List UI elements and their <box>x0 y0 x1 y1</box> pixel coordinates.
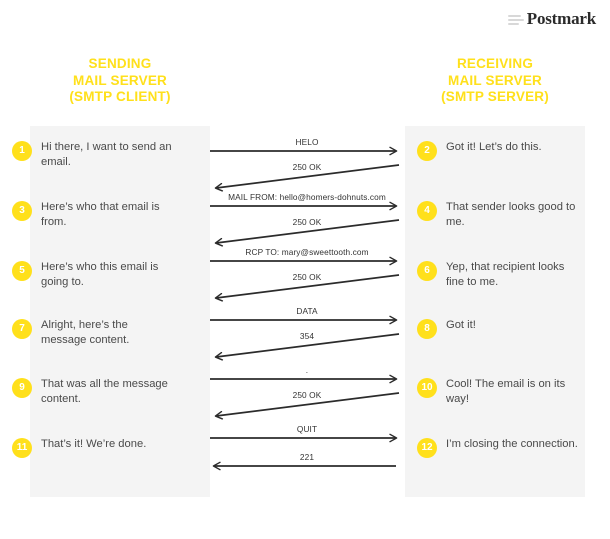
step-text: Hi there, I want to send an email. <box>41 141 172 168</box>
step-text: Here’s who this email is going to. <box>41 261 159 288</box>
server-step-2: 2 Got it! Let’s do this. <box>417 140 581 161</box>
step-badge: 9 <box>12 378 32 398</box>
arrow-lines <box>210 146 400 471</box>
message-label-354: 354 <box>299 331 315 341</box>
step-text: That was all the message content. <box>41 378 168 405</box>
step-text: Alright, here’s the message content. <box>41 319 130 346</box>
client-step-7: 7 Alright, here’s the message content. <box>12 318 176 347</box>
step-badge: 5 <box>12 261 32 281</box>
step-badge: 2 <box>417 141 437 161</box>
message-label-250ok-4: 250 OK <box>292 390 322 400</box>
message-label-250ok-2: 250 OK <box>292 217 322 227</box>
server-step-10: 10 Cool! The email is on its way! <box>417 377 581 406</box>
message-label-221: 221 <box>299 452 315 462</box>
client-step-5: 5 Here’s who this email is going to. <box>12 260 176 289</box>
sending-server-panel <box>30 126 210 497</box>
step-text: Got it! <box>446 319 476 331</box>
sending-server-header: SENDING MAIL SERVER (SMTP CLIENT) <box>30 56 210 106</box>
step-text: That sender looks good to me. <box>446 201 576 228</box>
step-badge: 8 <box>417 319 437 339</box>
step-badge: 4 <box>417 201 437 221</box>
brand-name: Postmark <box>526 9 596 28</box>
step-badge: 12 <box>417 438 437 458</box>
client-step-9: 9 That was all the message content. <box>12 377 176 406</box>
message-label-helo: HELO <box>295 137 319 147</box>
client-step-11: 11 That’s it! We’re done. <box>12 437 176 458</box>
server-step-6: 6 Yep, that recipient looks fine to me. <box>417 260 581 289</box>
server-step-12: 12 I’m closing the connection. <box>417 437 581 458</box>
receiving-server-panel <box>405 126 585 497</box>
receiving-header-line-1: RECEIVING <box>456 56 534 71</box>
step-badge: 11 <box>12 438 32 458</box>
step-badge: 7 <box>12 319 32 339</box>
receiving-header-line-2: MAIL SERVER <box>448 72 542 88</box>
step-text: Yep, that recipient looks fine to me. <box>446 261 565 288</box>
smtp-message-flow: HELO 250 OK MAIL FROM: hello@homers-dohn… <box>210 126 405 497</box>
sending-header-line-3: (SMTP CLIENT) <box>69 89 171 104</box>
sending-header-line-2: MAIL SERVER <box>73 72 167 88</box>
postmark-lines-icon <box>507 13 524 25</box>
step-text: That’s it! We’re done. <box>41 438 147 450</box>
message-label-data: DATA <box>296 306 318 316</box>
server-step-8: 8 Got it! <box>417 318 581 339</box>
postmark-logo: Postmark <box>507 9 596 28</box>
message-label-250ok-3: 250 OK <box>292 272 322 282</box>
message-label-mail-from: MAIL FROM: hello@homers-dohnuts.com <box>228 192 386 202</box>
receiving-header-line-3: (SMTP SERVER) <box>441 89 549 104</box>
server-step-4: 4 That sender looks good to me. <box>417 200 581 229</box>
step-badge: 1 <box>12 141 32 161</box>
step-text: Here’s who that email is from. <box>41 201 160 228</box>
message-label-quit: QUIT <box>296 424 318 434</box>
sending-header-line-1: SENDING <box>88 56 152 71</box>
step-badge: 6 <box>417 261 437 281</box>
step-badge: 3 <box>12 201 32 221</box>
step-text: Got it! Let’s do this. <box>446 141 542 153</box>
message-label-rcp-to: RCP TO: mary@sweettooth.com <box>245 247 369 257</box>
receiving-server-header: RECEIVING MAIL SERVER (SMTP SERVER) <box>405 56 585 106</box>
message-label-dot: . <box>305 365 309 375</box>
step-text: Cool! The email is on its way! <box>446 378 566 405</box>
step-badge: 10 <box>417 378 437 398</box>
message-label-250ok-1: 250 OK <box>292 162 322 172</box>
step-text: I’m closing the connection. <box>446 438 578 450</box>
client-step-3: 3 Here’s who that email is from. <box>12 200 176 229</box>
client-step-1: 1 Hi there, I want to send an email. <box>12 140 176 169</box>
